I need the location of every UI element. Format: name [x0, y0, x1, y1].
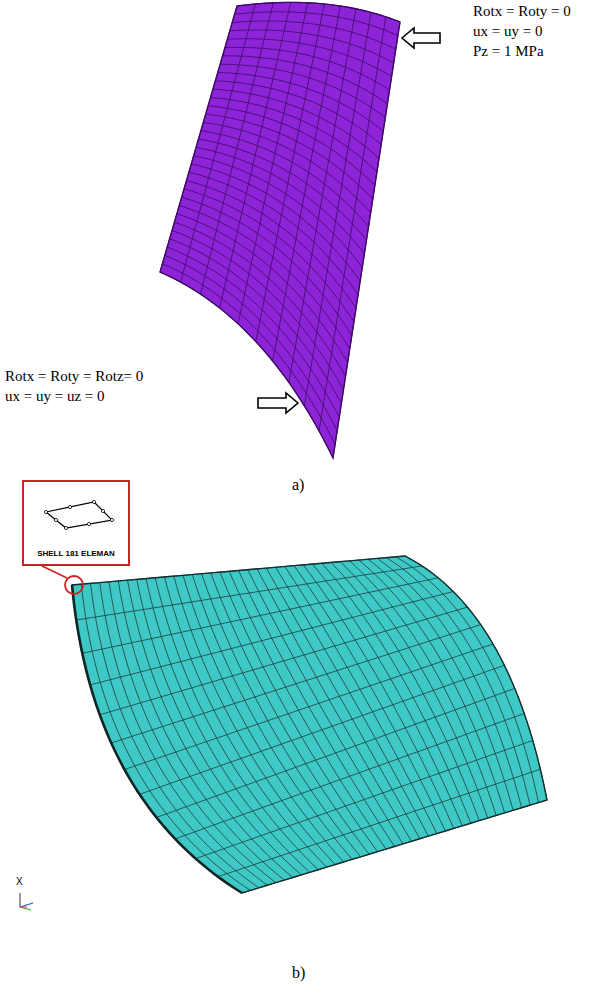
mesh-line	[266, 568, 420, 839]
shell-edge	[72, 556, 547, 893]
mesh-line	[174, 222, 345, 376]
hollow-arrow	[402, 28, 440, 48]
element-node	[54, 518, 57, 521]
mesh-line	[294, 566, 445, 831]
mesh-line	[220, 572, 378, 852]
mesh-line	[167, 247, 339, 417]
mesh-line	[368, 559, 513, 810]
shell-mesh	[72, 556, 547, 893]
mesh-line	[313, 564, 463, 826]
mesh-line	[100, 583, 268, 886]
mesh-line	[257, 569, 411, 841]
mesh-line	[215, 81, 381, 145]
element-node	[110, 518, 113, 521]
axis-line	[20, 907, 31, 910]
element-node	[44, 510, 47, 513]
panel-label: b)	[292, 964, 305, 982]
shell-mesh	[160, 2, 400, 458]
element-node	[92, 500, 95, 503]
element-outline	[46, 502, 112, 528]
element-name: SHELL 181 ELEMAN	[24, 549, 128, 558]
mesh-line	[248, 570, 403, 844]
mesh-line	[230, 30, 394, 63]
element-icon	[24, 482, 128, 542]
mesh-line	[162, 264, 335, 445]
mesh-line	[377, 558, 521, 807]
mesh-line	[146, 579, 310, 873]
mesh-line	[331, 562, 479, 820]
axis-label: X	[16, 876, 23, 888]
mesh-line	[213, 89, 379, 158]
shell-edge	[160, 2, 400, 458]
element-node	[64, 526, 67, 529]
axis-line	[20, 903, 33, 907]
mesh-line	[165, 255, 337, 430]
callout-box: SHELL 181 ELEMAN	[22, 480, 130, 566]
boundary-condition: ux = uy = 0	[473, 23, 542, 40]
shell-surface	[72, 556, 547, 893]
mesh-line	[225, 47, 390, 90]
panel-label: a)	[292, 476, 304, 494]
mesh-line	[160, 272, 333, 458]
mesh-line	[137, 579, 302, 875]
callout	[42, 566, 83, 594]
mesh-line	[172, 230, 343, 389]
mesh-line	[202, 574, 361, 857]
mesh-line	[235, 12, 398, 36]
highlight-circle	[65, 576, 83, 594]
mesh-line	[211, 97, 377, 171]
boundary-condition: Pz = 1 MPa	[473, 43, 544, 60]
load-arrows	[258, 28, 440, 413]
boundary-condition: ux = uy = uz = 0	[5, 388, 105, 405]
mesh-line	[177, 214, 348, 363]
axis-line	[20, 907, 27, 908]
element-node	[101, 509, 104, 512]
element-node	[87, 522, 90, 525]
mesh-line	[227, 39, 391, 77]
axis-triad	[20, 893, 33, 910]
axis-line	[20, 893, 21, 907]
mesh-line	[405, 556, 547, 800]
element-node	[68, 505, 71, 508]
mesh-line	[387, 558, 531, 806]
shell-surface	[160, 2, 400, 458]
mesh-line	[322, 563, 471, 823]
mesh-line	[165, 577, 327, 867]
mesh-line	[211, 573, 369, 854]
mesh-line	[340, 562, 487, 818]
boundary-condition: Rotx = Roty = 0	[473, 3, 571, 20]
boundary-condition: Rotx = Roty = Rotz= 0	[5, 368, 143, 385]
mesh-line	[170, 239, 342, 404]
mesh-line	[396, 557, 539, 803]
mesh-line	[81, 584, 250, 890]
leader-line	[42, 566, 67, 578]
mesh-line	[359, 560, 505, 813]
mesh-line	[118, 581, 284, 880]
mesh-line	[229, 571, 386, 849]
shell-edge	[72, 585, 242, 893]
mesh-line	[203, 122, 370, 212]
hollow-arrow	[258, 393, 298, 413]
mesh-line	[223, 56, 388, 104]
